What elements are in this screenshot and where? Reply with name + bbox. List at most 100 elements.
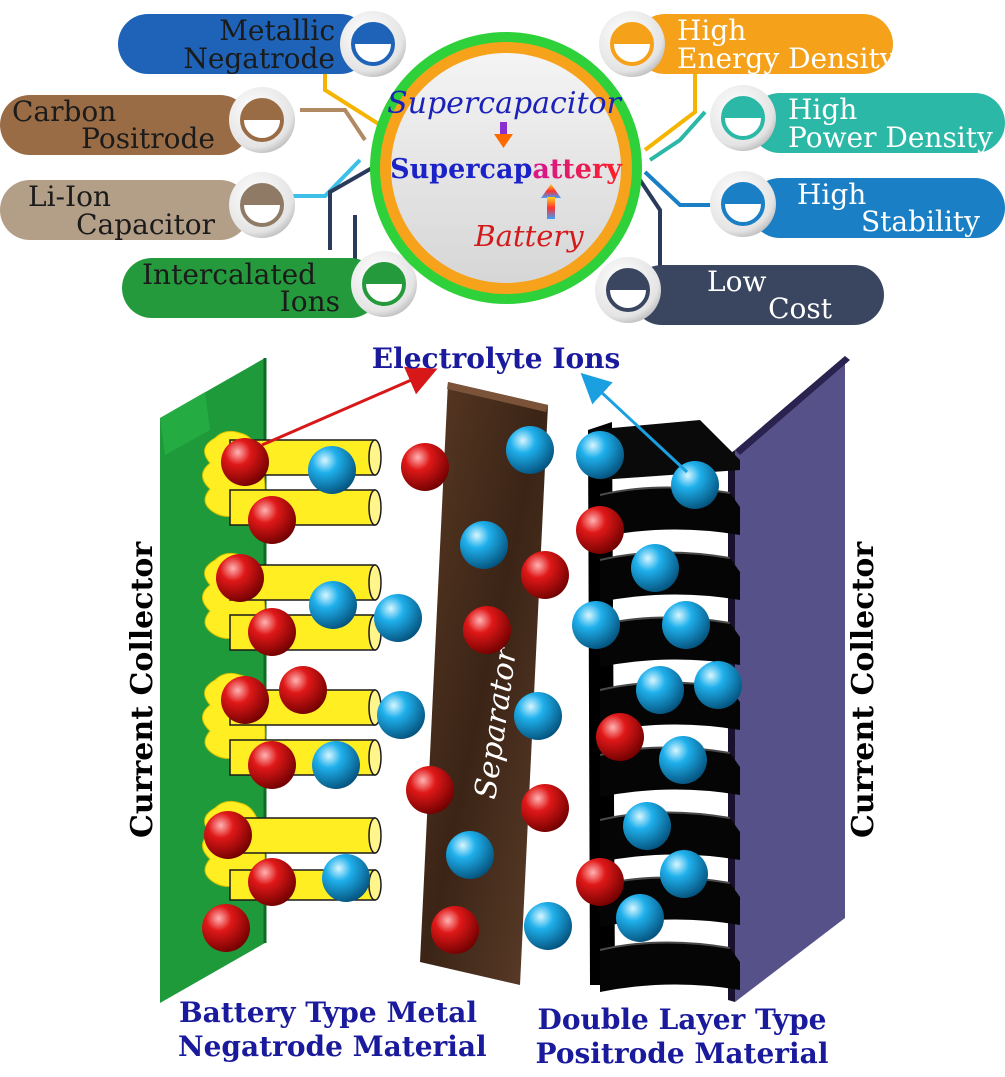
blue-ion [662,601,710,649]
left-material-line2: Negatrode Material [178,1030,487,1063]
red-ion [202,904,250,952]
center-badge: Supercapacitor Supercapattery Battery [370,32,642,304]
blue-ion [322,854,370,902]
band-highlight [599,941,731,951]
blue-ion [514,692,562,740]
supercapattery-label: Supercapattery [390,154,623,185]
right-pill-high-energy-density: High Energy Density [599,11,896,77]
blue-ion [572,601,620,649]
left-pill-li-ion-capacitor: Li-Ion Capacitor [0,172,295,241]
half-circle-icon [723,98,763,118]
left-pill-intercalated-ions: Intercalated Ions [122,251,417,318]
blue-ion [446,831,494,879]
current-collector-right-label: Current Collector [846,541,881,838]
red-ion [248,858,296,906]
red-ion [216,554,264,602]
left-material-label: Battery Type Metal Negatrode Material [178,996,487,1064]
rod-end [368,439,382,476]
supercapacitor-label: Supercapacitor [387,86,622,121]
rod-end [368,869,382,901]
current-collector-left-label: Current Collector [125,541,160,838]
pill-line2: Negatrode [183,42,335,75]
red-ion [521,551,569,599]
red-ion [248,741,296,789]
pill-line1: High [788,93,857,126]
pill-line1: High [797,178,866,211]
blue-ion [506,426,554,474]
pill-line1: Carbon [12,95,116,128]
half-circle-icon [612,24,652,44]
left-pill-carbon-positrode: Carbon Positrode [0,87,295,155]
right-pill-high-stability: High Stability [710,171,1005,238]
pill-line2: Cost [768,292,833,325]
blue-ion [616,894,664,942]
pill-line2: Stability [861,205,980,238]
blue-ion [660,850,708,898]
right-pill-low-cost: Low Cost [595,257,884,325]
half-circle-icon [608,270,648,290]
electrolyte-arrows [261,366,689,474]
red-ion [279,666,327,714]
battery-label: Battery [473,219,584,253]
red-ion [221,438,269,486]
right-material-label: Double Layer Type Positrode Material [532,1003,832,1071]
pill-line1: Intercalated [142,258,316,291]
up-arrow-icon [541,184,561,219]
pill-line1: High [677,14,746,47]
red-ion [431,906,479,954]
red-ion [576,858,624,906]
separator: Separator [420,382,548,985]
rod-end [368,489,382,526]
rod-end [368,739,382,776]
blue-ion [671,461,719,509]
right-current-collector [728,356,850,1002]
down-arrow-icon [494,122,513,148]
half-circle-icon [364,264,404,284]
rod-end [368,817,382,854]
pill-line2: Power Density [788,121,993,154]
blue-ion [524,902,572,950]
blue-ion [309,581,357,629]
pill-line2: Ions [280,285,340,318]
red-ion [248,608,296,656]
red-ion [204,811,252,859]
black-band [600,942,740,992]
pill-line2: Positrode [81,122,215,155]
blue-ion [460,521,508,569]
blue-ion [308,446,356,494]
electrolyte-ions-label: Electrolyte Ions [372,342,621,375]
red-ion [576,506,624,554]
blue-ion [377,691,425,739]
left-material-line1: Battery Type Metal [179,996,477,1029]
red-ion [463,606,511,654]
left-pill-metallic-negatrode: Metallic Negatrode [118,11,406,77]
half-circle-icon [242,100,282,120]
half-circle-icon [723,184,763,204]
pill-line1: Metallic [219,14,335,47]
red-ion [221,676,269,724]
red-ion [521,784,569,832]
rod-end [368,564,382,601]
right-material-line2: Positrode Material [535,1037,829,1070]
red-ion [596,713,644,761]
pill-line2: Energy Density [677,42,896,75]
blue-ion [623,802,671,850]
half-circle-icon [242,185,282,205]
red-ion [248,496,296,544]
half-circle-icon [353,24,393,44]
right-material-line1: Double Layer Type [537,1003,827,1036]
pill-line2: Capacitor [76,208,215,241]
blue-ion [659,736,707,784]
red-ion [406,766,454,814]
electrolyte-ions [202,426,742,954]
pill-line1: Low [707,265,766,298]
blue-ion [636,666,684,714]
red-ion [401,443,449,491]
blue-ion [631,544,679,592]
blue-ion [312,741,360,789]
blue-ion [576,431,624,479]
pill-line1: Li-Ion [28,180,111,213]
blue-ion [694,661,742,709]
